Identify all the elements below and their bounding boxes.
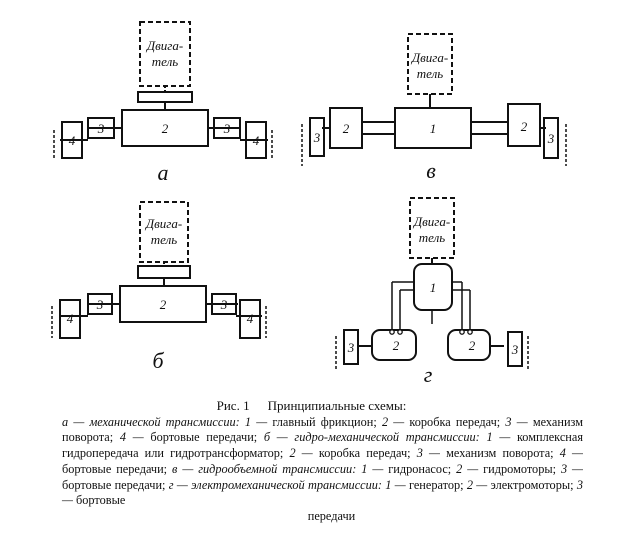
scheme-v (301, 33, 567, 166)
engine-label-line2: тель (151, 232, 178, 247)
unit-number: 2 (160, 297, 167, 312)
caption-body: а — механической трансмиссии: 1 — главны… (62, 415, 583, 509)
final-drive-right-box (507, 331, 523, 367)
unit-number: 2 (469, 338, 476, 353)
caption-segment: 4 — (119, 430, 151, 445)
engine-label-line1: Двига- (145, 38, 183, 53)
unit-number: 3 (347, 340, 355, 355)
hydro-pump-box (394, 107, 472, 149)
final-drive-right-box (543, 117, 559, 159)
caption-segment: 1 — (385, 477, 409, 492)
final-drive-left-box (61, 121, 83, 159)
scheme-b (51, 201, 267, 339)
torque-converter-box (137, 265, 191, 279)
caption-segment: гидронасос; (388, 461, 457, 476)
caption-segment: 4 — (559, 446, 583, 461)
engine-label-line2: тель (419, 230, 446, 245)
caption-segment: б — гидро-механической трансмиссии: (263, 430, 487, 445)
caption-segment: 1 — (244, 414, 273, 429)
final-drive-left-box (59, 299, 81, 339)
caption-segment: 2 — (466, 477, 491, 492)
unit-number: 3 (511, 342, 519, 357)
final-drive-right-box (239, 299, 261, 339)
caption-segment: коробка передач; (409, 414, 506, 429)
unit-number: 4 (69, 133, 76, 148)
unit-number: 1 (430, 121, 437, 136)
figure-caption: Рис. 1 Принципиальные схемы: а — механиче… (0, 398, 623, 525)
caption-segment: бортовые передачи; (150, 430, 264, 445)
scheme-caption: б (152, 348, 164, 373)
final-drive-right-box (245, 121, 267, 159)
scheme-a (53, 21, 273, 160)
caption-segment: главный фрикцион; (272, 414, 382, 429)
caption-segment: бортовые (76, 493, 126, 508)
caption-segment: механизм поворота; (446, 446, 560, 461)
caption-segment: электромоторы; (490, 477, 577, 492)
caption-title: Рис. 1 Принципиальные схемы: (0, 398, 623, 414)
caption-segment: бортовые передачи; (62, 461, 173, 476)
engine-label-line2: тель (152, 54, 179, 69)
unit-number: 3 (547, 131, 555, 146)
unit-number: 2 (393, 338, 400, 353)
unit-number: 2 (521, 119, 528, 134)
caption-segment: 1 — (486, 430, 517, 445)
figure-number: Рис. 1 (216, 398, 250, 413)
caption-segment: коробка передач; (318, 446, 417, 461)
unit-number: 3 (96, 297, 104, 312)
scheme-caption: а (158, 160, 169, 185)
caption-segment: 2 — (381, 414, 410, 429)
generator-box (413, 263, 453, 311)
caption-segment: 2 — (456, 461, 484, 476)
unit-number: 2 (162, 121, 169, 136)
engine-label-line1: Двига- (410, 50, 448, 65)
caption-segment: гидромоторы; (483, 461, 561, 476)
engine-label-line2: тель (417, 66, 444, 81)
unit-number: 4 (67, 311, 74, 326)
final-drive-left-box (343, 329, 359, 365)
caption-segment: механизм поворота; (62, 414, 583, 445)
caption-segment: 2 — (289, 446, 319, 461)
unit-number: 1 (430, 280, 437, 295)
hydro-motor-right-box (507, 103, 541, 147)
caption-segment: комплексная гидропередача или гидротранс… (62, 430, 583, 461)
main-clutch-box (137, 91, 193, 103)
steering-left-box (87, 293, 113, 315)
unit-number: 3 (223, 121, 231, 136)
steering-right-box (211, 293, 237, 315)
unit-number: 4 (247, 311, 254, 326)
caption-segment: 3 — (62, 477, 583, 508)
caption-segment: 1 — (361, 461, 389, 476)
final-drive-left-box (309, 117, 325, 157)
caption-segment: 3 — (505, 414, 533, 429)
caption-segment: генератор; (408, 477, 467, 492)
caption-segment: г — электромеханической трансмиссии: (168, 477, 386, 492)
caption-segment: бортовые передачи; (62, 477, 169, 492)
scheme-caption: г (424, 362, 433, 387)
steering-left-box (87, 117, 115, 139)
caption-last-line: передачи (307, 508, 356, 523)
steering-right-box (213, 117, 241, 139)
engine-label-line1: Двига- (144, 216, 182, 231)
engine-box (407, 33, 453, 95)
unit-number: 3 (220, 297, 228, 312)
transmission-schemes-figure: Двига- тель 2 3 4 3 4 а Двига- тель 1 2 … (51, 21, 567, 387)
figure-title: Принципиальные схемы: (267, 398, 407, 413)
unit-number: 3 (313, 130, 321, 145)
unit-number: 4 (253, 133, 260, 148)
engine-label-line1: Двига- (412, 214, 450, 229)
unit-number: 2 (343, 121, 350, 136)
unit-number: 3 (97, 121, 105, 136)
engine-box (409, 197, 455, 259)
caption-segment: а — механической трансмиссии: (62, 414, 245, 429)
caption-segment: 3 — (560, 461, 583, 476)
caption-segment: 3 — (416, 446, 447, 461)
caption-segment: в — гидрообъемной трансмиссии: (172, 461, 362, 476)
scheme-caption: в (426, 158, 436, 183)
